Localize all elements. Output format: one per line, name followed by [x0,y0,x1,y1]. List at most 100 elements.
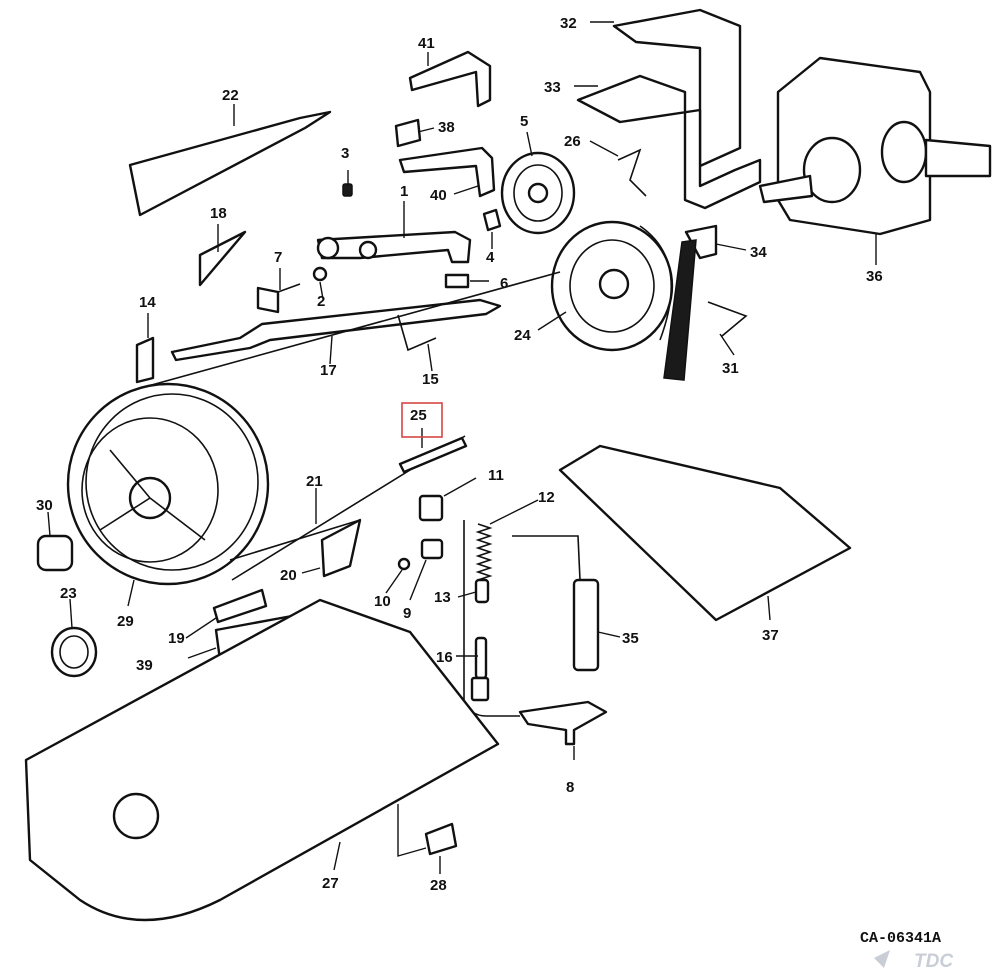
callout-39: 39 [136,657,153,674]
part-17-rod [170,298,502,362]
callout-21: 21 [306,473,323,490]
part-19-clamp [212,588,268,624]
part-36-splined-shaft [924,138,992,178]
part-27-shield-hole [112,792,160,840]
part-24-pulley-hub [598,268,630,300]
part-7-stud [277,283,301,293]
part-34-arm [663,239,697,381]
callout-12: 12 [538,489,555,506]
callout-36: 36 [866,268,883,285]
part-26-rod [617,148,647,197]
part-11-clip [418,494,444,522]
callout-41: 41 [418,35,435,52]
part-13-pin [474,578,490,604]
part-29-spoke-2 [99,497,151,531]
part-18-bracket [198,230,247,287]
callout-3: 3 [341,145,349,162]
part-16-nut [470,676,490,702]
callout-17: 17 [320,362,337,379]
part-5-pulley-hub [527,182,549,204]
callout-34: 34 [750,244,767,261]
part-29-sheave-groove [85,393,259,571]
part-24-pulley-inner [569,239,655,333]
part-40-bracket [398,146,496,198]
callout-6: 6 [500,275,508,292]
part-29-sheave-inner [81,417,219,563]
callout-25: 25 [410,407,427,424]
callout-14: 14 [139,294,156,311]
part-25-belt-segment [398,436,468,474]
part-36-output-boss [880,120,928,184]
part-12-spring [475,523,493,581]
callout-30: 30 [36,497,53,514]
callout-15: 15 [422,371,439,388]
part-36-input-shaft [802,136,862,204]
part-20-bracket [320,518,362,578]
callout-32: 32 [560,15,577,32]
callout-28: 28 [430,877,447,894]
callout-31: 31 [722,360,739,377]
callout-20: 20 [280,567,297,584]
drawing-number: CA-06341A [860,930,941,947]
part-29-sheave [66,382,270,586]
part-24-pulley-flange [639,225,672,341]
callout-8: 8 [566,779,574,796]
callout-13: 13 [434,589,451,606]
callout-10: 10 [374,593,391,610]
callout-24: 24 [514,327,531,344]
part-7-bracket [256,286,280,314]
callout-4: 4 [486,249,495,266]
part-29-spoke-3 [149,497,206,541]
part-35-cylinder [512,535,581,581]
part-36-shaft-stub [758,174,814,204]
watermark-icon [874,950,890,968]
part-37-panel [558,444,852,622]
callout-37: 37 [762,627,779,644]
callout-7: 7 [274,249,282,266]
part-27-shield [24,598,500,922]
callout-27: 27 [322,875,339,892]
part-29-spoke-1 [109,449,151,499]
part-33-support [576,74,762,210]
part-30-sleeve [36,534,74,572]
part-31-hook [707,301,748,337]
callout-5: 5 [520,113,528,130]
callout-9: 9 [403,605,411,622]
part-4-pin [482,208,502,232]
part-32-mount [612,8,742,168]
leader-lines [47,21,877,874]
part-41-strap [408,50,492,108]
part-38-plate [394,118,422,148]
part-23-ring-inner [59,635,89,669]
part-14-bracket [135,336,155,384]
callout-19: 19 [168,630,185,647]
callout-23: 23 [60,585,77,602]
callout-29: 29 [117,613,134,630]
watermark-logo: TDC [874,950,953,972]
part-16-rod [474,636,488,680]
part-6-clip [444,273,470,289]
part-1-pivot [316,236,340,260]
callout-22: 22 [222,87,239,104]
part-15-rod [397,314,437,352]
part-5-pulley-rim [513,164,563,222]
part-10-washer [397,557,411,571]
callout-11: 11 [488,467,504,484]
callout-1: 1 [400,183,408,200]
part-23-snap-ring [50,626,98,678]
part-2-bushing [312,266,328,282]
callout-33: 33 [544,79,561,96]
part-1-pivot-2 [358,240,378,260]
callout-25-highlight [401,402,443,438]
part-22-deflector [128,110,332,217]
part-9-clamp [420,538,444,560]
callout-18: 18 [210,205,227,222]
watermark-text: TDC [914,951,953,972]
callout-16: 16 [436,649,453,666]
callout-40: 40 [430,187,447,204]
part-28-plate [424,822,458,856]
part-1-lever [316,230,472,264]
callout-38: 38 [438,119,455,136]
callout-2: 2 [317,293,325,310]
